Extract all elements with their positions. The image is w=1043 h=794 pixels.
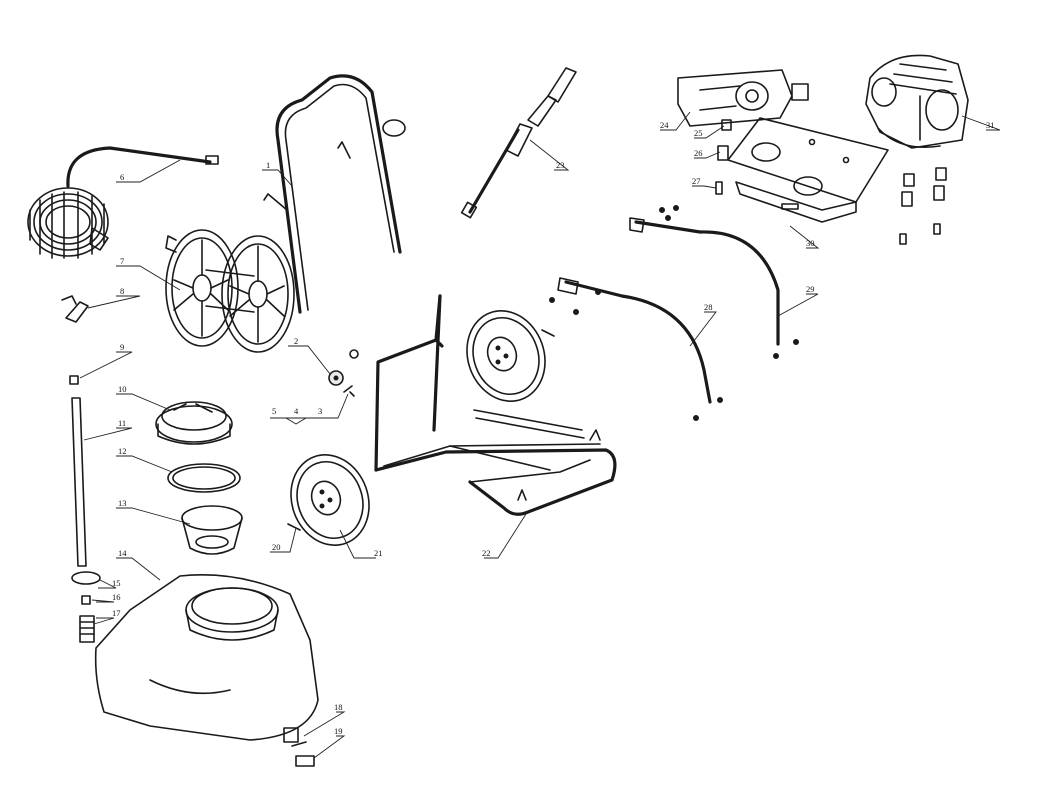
- part-label-9: 9: [120, 342, 124, 352]
- damper: [717, 145, 729, 161]
- part-label-3: 3: [318, 406, 322, 416]
- mounting-plate: [727, 117, 889, 223]
- washer: [349, 349, 359, 359]
- knob: [328, 370, 344, 386]
- part-label-21: 21: [374, 548, 383, 558]
- part-label-22: 22: [482, 548, 491, 558]
- part-label-4: 4: [294, 406, 299, 416]
- part-label-2: 2: [294, 336, 298, 346]
- part-label-11: 11: [118, 418, 126, 428]
- tank: [94, 574, 319, 741]
- part-label-1: 1: [266, 160, 270, 170]
- gasket: [71, 571, 101, 585]
- part-label-26: 26: [694, 148, 703, 158]
- part-label-16: 16: [112, 592, 121, 602]
- fitting: [81, 595, 91, 605]
- wheel: [290, 454, 370, 546]
- pump: [677, 69, 809, 127]
- part-label-23: 23: [556, 160, 565, 170]
- part-label-30: 30: [806, 238, 815, 248]
- part-labels: 1 2 3 4 5 6 7 8 9 10 11 12 13 14 15 16 1…: [112, 120, 995, 736]
- handle-frame: [263, 74, 406, 314]
- part-label-8: 8: [120, 286, 124, 296]
- part-label-19: 19: [334, 726, 343, 736]
- leader-lines: [79, 111, 1001, 759]
- part-label-31: 31: [986, 120, 995, 130]
- support-bracket: [549, 277, 723, 421]
- part-label-20: 20: [272, 542, 281, 552]
- part-label-17: 17: [112, 608, 121, 618]
- part-label-28: 28: [704, 302, 713, 312]
- bushing: [721, 119, 732, 131]
- bolt: [343, 385, 355, 397]
- part-label-15: 15: [112, 578, 121, 588]
- part-label-29: 29: [806, 284, 815, 294]
- part-label-10: 10: [118, 384, 127, 394]
- screw: [715, 181, 723, 195]
- base-frame: [374, 294, 617, 516]
- tank-cap: [155, 401, 233, 445]
- spray-hose: [27, 146, 219, 259]
- drain-cap: [295, 755, 315, 767]
- part-label-18: 18: [334, 702, 343, 712]
- wheel: [466, 310, 546, 402]
- seal-ring: [167, 463, 241, 493]
- part-label-5: 5: [272, 406, 276, 416]
- hose-reel: [165, 229, 295, 353]
- part-label-14: 14: [118, 548, 127, 558]
- part-label-12: 12: [118, 446, 127, 456]
- part-label-24: 24: [660, 120, 669, 130]
- reel-crank: [61, 295, 89, 323]
- spray-gun: [460, 67, 577, 219]
- part-label-6: 6: [120, 172, 124, 182]
- engine: [865, 54, 969, 149]
- drain-fitting: [283, 727, 307, 747]
- support-bracket: [629, 205, 799, 359]
- part-label-25: 25: [694, 128, 703, 138]
- strainer-basket: [181, 505, 243, 555]
- suction-tube: [71, 397, 87, 567]
- part-label-13: 13: [118, 498, 127, 508]
- part-label-27: 27: [692, 176, 701, 186]
- engine-mounts: [899, 167, 947, 245]
- nut: [69, 375, 79, 385]
- suction-filter: [79, 615, 95, 643]
- axle-pin: [287, 329, 555, 531]
- part-label-7: 7: [120, 256, 124, 266]
